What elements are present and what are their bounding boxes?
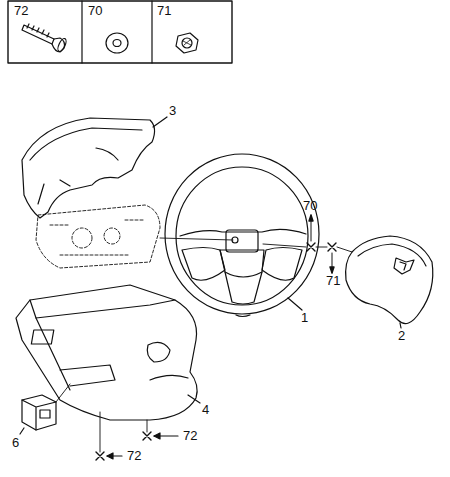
callout-number: 71 (325, 274, 341, 288)
callout-number: 72 (126, 449, 142, 463)
airbag-module (346, 236, 433, 328)
callout-number: 70 (302, 199, 318, 213)
callout-number: 6 (11, 436, 20, 450)
upper-shroud (22, 117, 167, 218)
callout-number: 72 (13, 4, 29, 18)
switch (20, 384, 70, 434)
parts-table (8, 1, 232, 63)
callout-number: 71 (156, 4, 172, 18)
callout-number: 70 (87, 4, 103, 18)
callout-number: 1 (300, 311, 309, 325)
fixing-marks (263, 215, 352, 273)
callout-number: 3 (168, 104, 177, 118)
lower-shroud (16, 285, 200, 420)
column-switch-cluster (36, 205, 160, 268)
callout-number: 2 (397, 329, 406, 343)
callout-number: 72 (182, 429, 198, 443)
callout-number: 4 (201, 403, 210, 417)
steering-wheel (165, 154, 319, 317)
